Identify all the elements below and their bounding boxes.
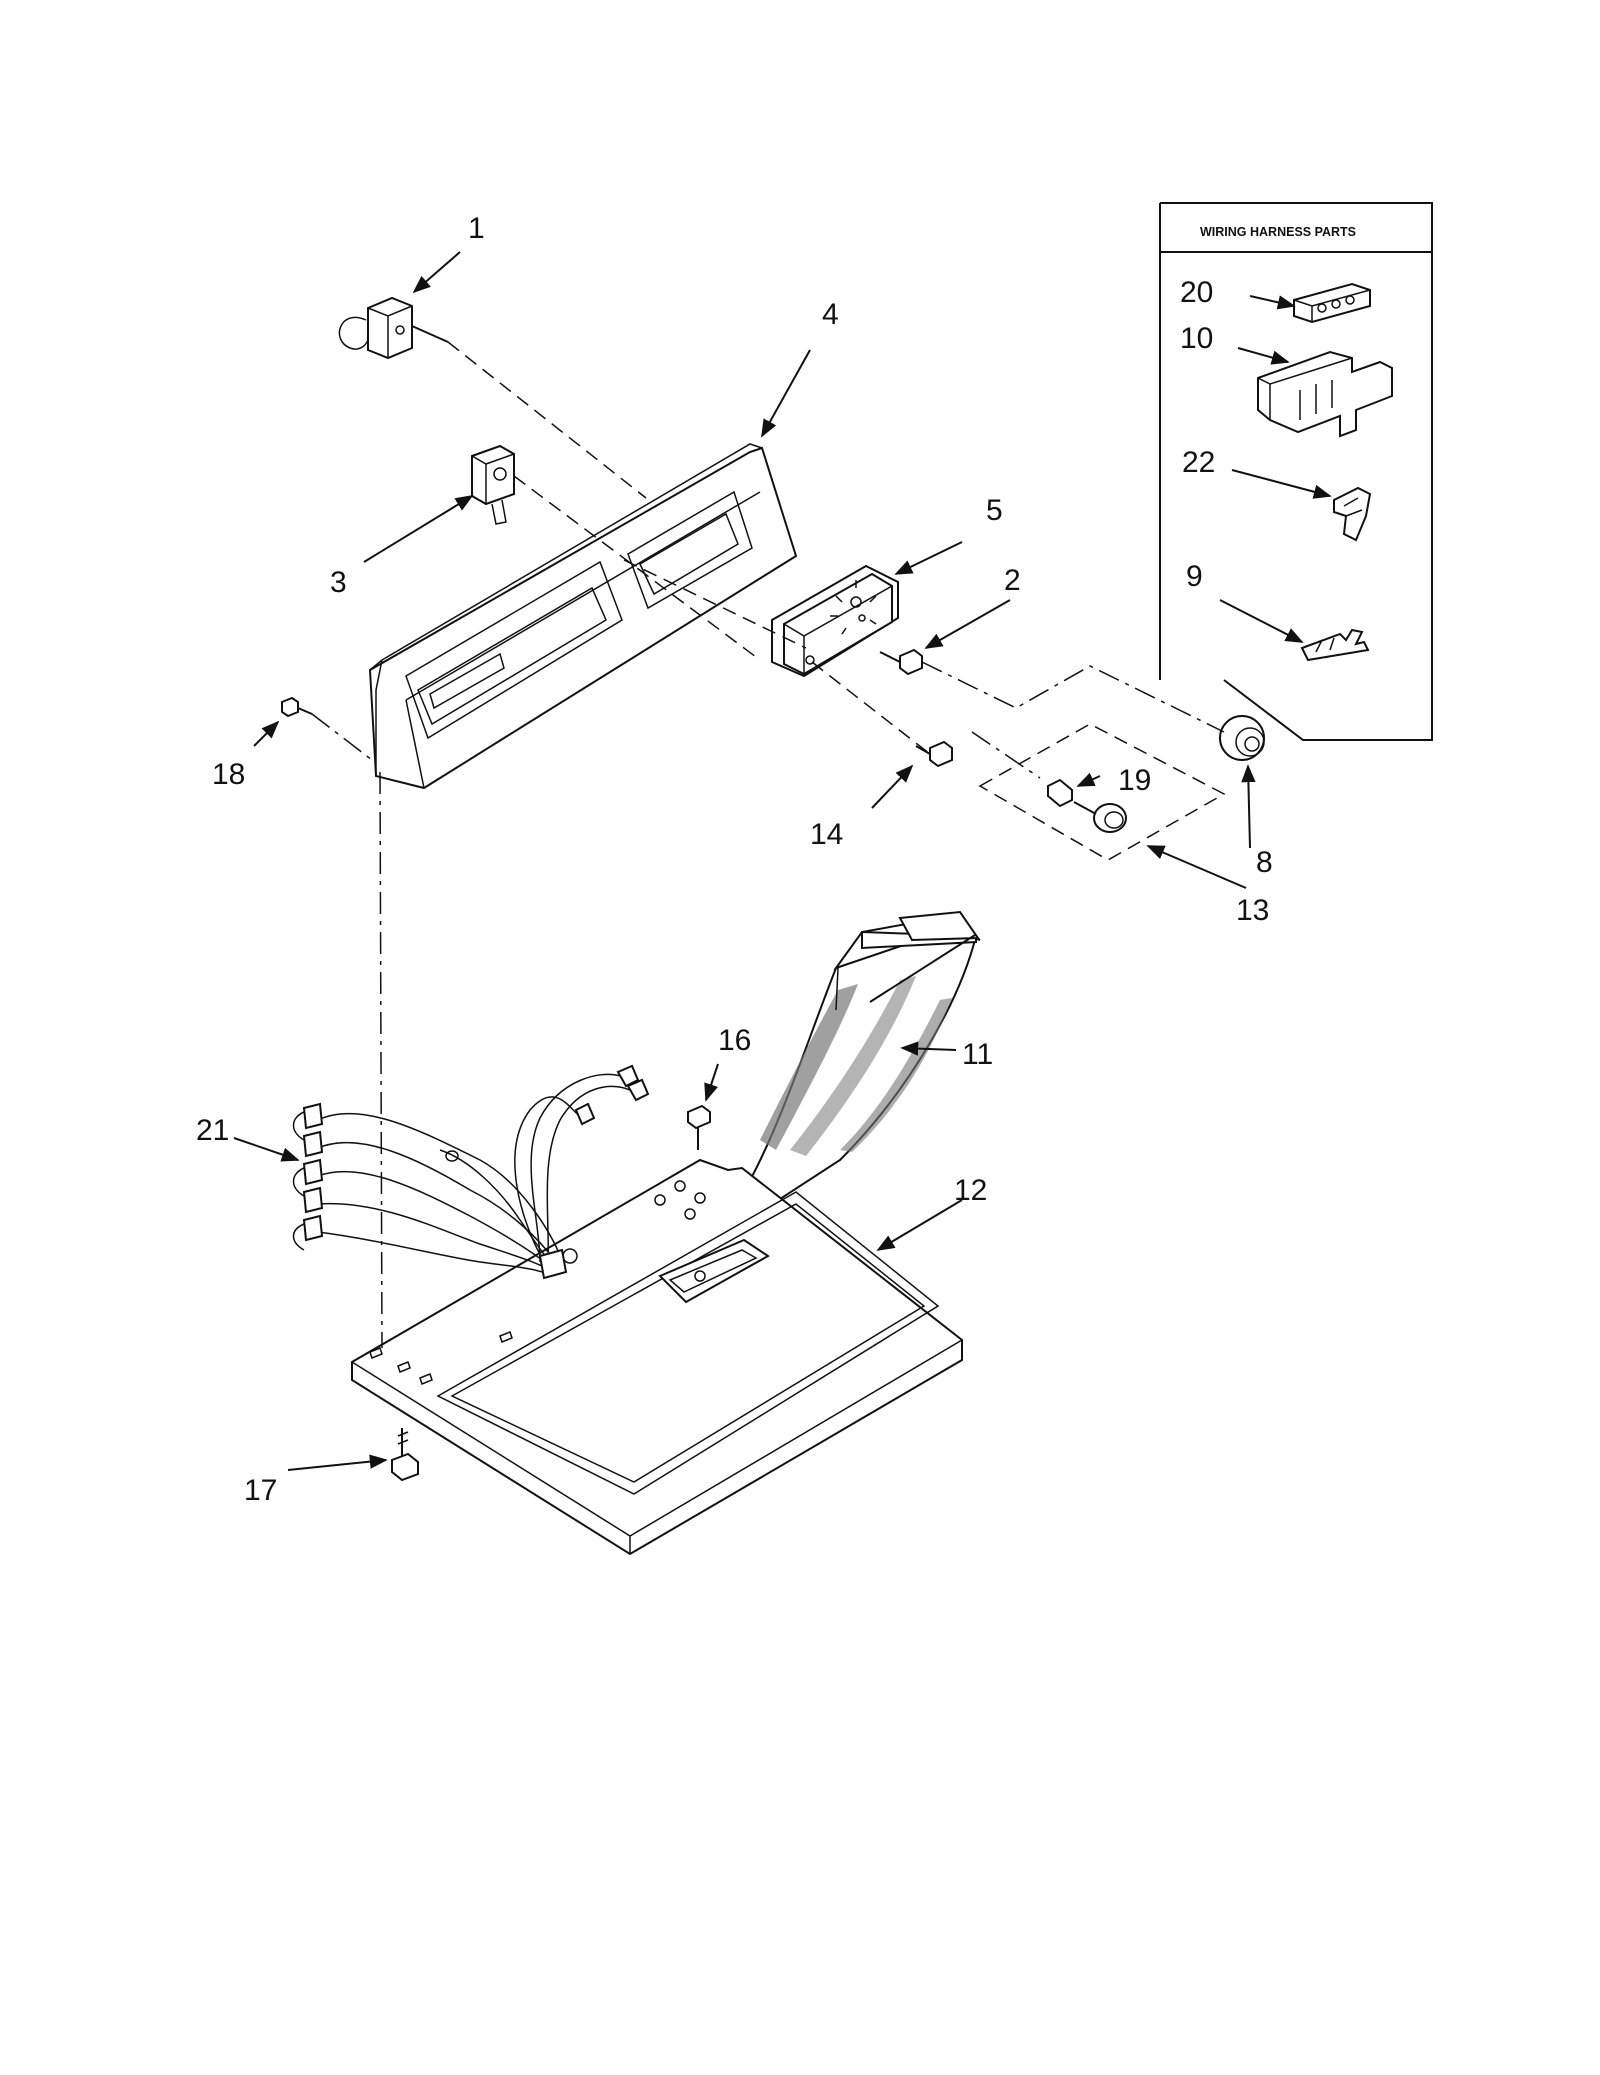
part-11-vent-panel xyxy=(719,910,981,1229)
alignment-lines xyxy=(311,341,1225,1349)
part-4-console xyxy=(368,443,798,790)
callout-13: 13 xyxy=(1236,894,1269,927)
callout-3: 3 xyxy=(330,566,347,599)
callout-2: 2 xyxy=(1004,564,1021,597)
part-10-terminal-block xyxy=(1257,350,1393,438)
part-14-screw xyxy=(915,740,953,768)
callout-1: 1 xyxy=(468,212,485,245)
part-5-dial-plate xyxy=(771,564,899,678)
part-18-screw xyxy=(281,696,313,718)
callout-labels: 1 4 3 5 2 18 14 19 8 13 20 10 22 9 16 11… xyxy=(196,212,1273,1507)
part-8-knob xyxy=(1219,715,1265,761)
callout-18: 18 xyxy=(212,758,245,791)
inset-title: WIRING HARNESS PARTS xyxy=(1200,225,1356,239)
part-20-connector xyxy=(1293,282,1371,324)
part-16-screw xyxy=(687,1104,711,1150)
part-22-clip xyxy=(1333,486,1372,542)
callout-16: 16 xyxy=(718,1024,751,1057)
part-13-kit xyxy=(978,723,1226,861)
callout-8: 8 xyxy=(1256,846,1273,879)
part-9-terminal xyxy=(1300,628,1370,662)
callout-14: 14 xyxy=(810,818,843,851)
leader-arrows xyxy=(233,251,1332,1471)
callout-22: 22 xyxy=(1182,446,1215,479)
part-3-switch xyxy=(471,444,515,525)
part-1-timer-switch xyxy=(338,296,449,360)
callout-5: 5 xyxy=(986,494,1003,527)
callout-19: 19 xyxy=(1118,764,1151,797)
part-12-top-panel xyxy=(351,1158,963,1556)
callout-11: 11 xyxy=(962,1038,993,1071)
part-21-wiring-harness xyxy=(292,1064,650,1280)
callout-9: 9 xyxy=(1186,560,1203,593)
part-2-screw xyxy=(879,648,923,676)
callout-17: 17 xyxy=(244,1474,277,1507)
callout-21: 21 xyxy=(196,1114,229,1147)
callout-20: 20 xyxy=(1180,276,1213,309)
wiring-harness-inset: WIRING HARNESS PARTS xyxy=(1159,202,1433,741)
callout-4: 4 xyxy=(822,298,839,331)
part-19-clip xyxy=(1047,778,1073,808)
callout-12: 12 xyxy=(954,1174,987,1207)
callout-10: 10 xyxy=(1180,322,1213,355)
part-17-screw xyxy=(391,1428,419,1482)
